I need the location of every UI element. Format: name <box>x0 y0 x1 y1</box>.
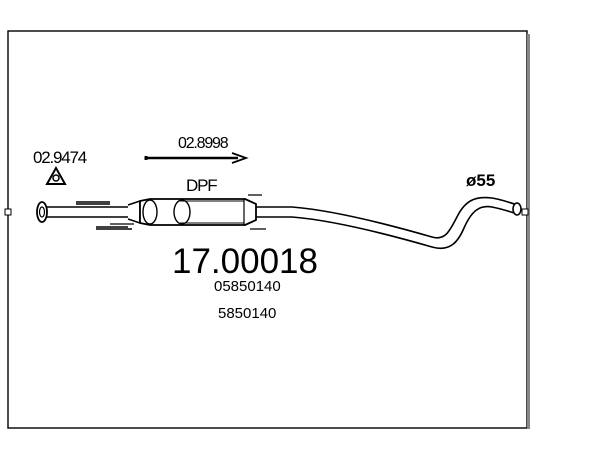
right-connection-marker <box>521 208 529 216</box>
dpf-body <box>139 198 257 226</box>
clamp-part-label: 02.8998 <box>178 135 229 152</box>
outlet-end <box>512 202 522 216</box>
gasket-icon <box>45 165 67 185</box>
ref-number-1: 05850140 <box>214 278 281 295</box>
exhaust-pipe <box>36 194 522 249</box>
frame-shadow <box>527 34 530 429</box>
part-number: 17.00018 <box>172 242 318 281</box>
inlet-flange <box>36 201 48 223</box>
dpf-label: DPF <box>186 176 217 195</box>
left-connection-marker <box>4 208 12 216</box>
diameter-label: ø55 <box>466 171 495 190</box>
clamp-icon <box>144 152 249 164</box>
gasket-part-label: 02.9474 <box>33 148 87 167</box>
ref-number-2: 5850140 <box>218 305 276 322</box>
